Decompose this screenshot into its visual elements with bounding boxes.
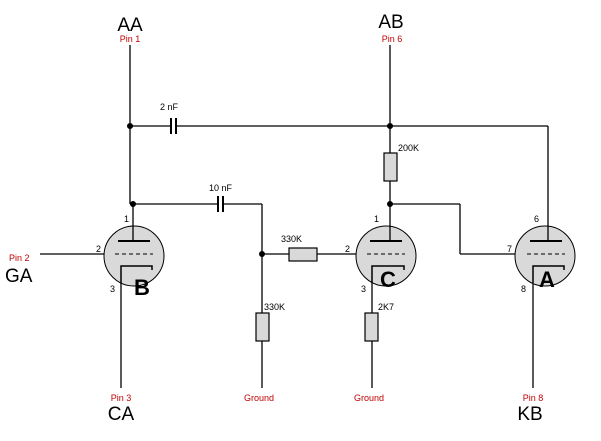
terminal-aa-pin: Pin 1 (120, 34, 141, 44)
tube-a: A 6 7 8 (507, 197, 576, 294)
junctions (127, 123, 393, 257)
terminal-ab-name: AB (378, 12, 403, 33)
ground-label-left: Ground (244, 393, 274, 403)
resistor-plate-value: 200K (398, 143, 419, 153)
tube-cathode (371, 265, 405, 283)
tube-c-pin-left: 2 (345, 244, 350, 254)
terminal-aa: AA Pin 1 (117, 15, 143, 44)
tube-b-pin-top: 1 (124, 214, 129, 224)
resistor-ground-value: 330K (264, 302, 285, 312)
resistor-body (255, 312, 270, 342)
tube-c-label: C (380, 267, 396, 292)
tube-cathode (120, 265, 153, 283)
junction-dot (387, 201, 393, 207)
tube-c: C 1 2 3 (345, 214, 417, 294)
terminal-ga-name: GA (5, 266, 33, 287)
resistor-body (288, 247, 318, 262)
terminal-kb-name: KB (517, 404, 542, 425)
tube-a-label: A (539, 267, 555, 292)
resistor-series: 330K (281, 234, 318, 262)
tube-b-label: B (134, 275, 150, 300)
terminal-ab: AB Pin 6 (378, 12, 403, 44)
tube-b-pin-left: 2 (96, 244, 101, 254)
capacitor-top: 2 nF (160, 102, 179, 134)
tube-a-pin-top: 6 (534, 214, 539, 224)
terminal-ca-pin: Pin 3 (111, 393, 132, 403)
junction-dot (259, 251, 265, 257)
terminal-ga-pin: Pin 2 (9, 253, 30, 263)
resistor-body (383, 152, 398, 182)
resistor-cathode-value: 2K7 (378, 302, 394, 312)
junction-dot (127, 123, 133, 129)
tube-c-pin-top: 1 (374, 214, 379, 224)
resistor-cathode: 2K7 (364, 302, 394, 342)
terminal-ab-pin: Pin 6 (382, 34, 403, 44)
terminal-kb-pin: Pin 8 (523, 393, 544, 403)
tube-a-pin-left: 7 (507, 244, 512, 254)
resistor-series-value: 330K (281, 234, 302, 244)
resistor-body (364, 312, 379, 342)
tube-a-pin-bottom: 8 (521, 284, 526, 294)
terminal-ca: Pin 3 CA (108, 393, 135, 425)
capacitor-top-value: 2 nF (160, 102, 179, 112)
terminal-ca-name: CA (108, 404, 135, 425)
tube-b-pin-bottom: 3 (110, 284, 115, 294)
wires (40, 45, 549, 388)
tube-b: B 1 2 3 (96, 214, 165, 300)
terminal-aa-name: AA (117, 15, 143, 36)
capacitor-mid-value: 10 nF (209, 183, 233, 193)
terminal-kb: Pin 8 KB (517, 393, 543, 425)
ground-label-right: Ground (354, 393, 384, 403)
junction-dot (130, 201, 136, 207)
tube-cathode (532, 265, 565, 283)
resistor-ground: 330K (255, 302, 285, 342)
capacitor-mid: 10 nF (209, 183, 233, 212)
junction-dot (387, 123, 393, 129)
tube-c-pin-bottom: 3 (361, 284, 366, 294)
resistor-plate: 200K (383, 143, 419, 182)
terminal-ga: Pin 2 GA (5, 253, 33, 287)
